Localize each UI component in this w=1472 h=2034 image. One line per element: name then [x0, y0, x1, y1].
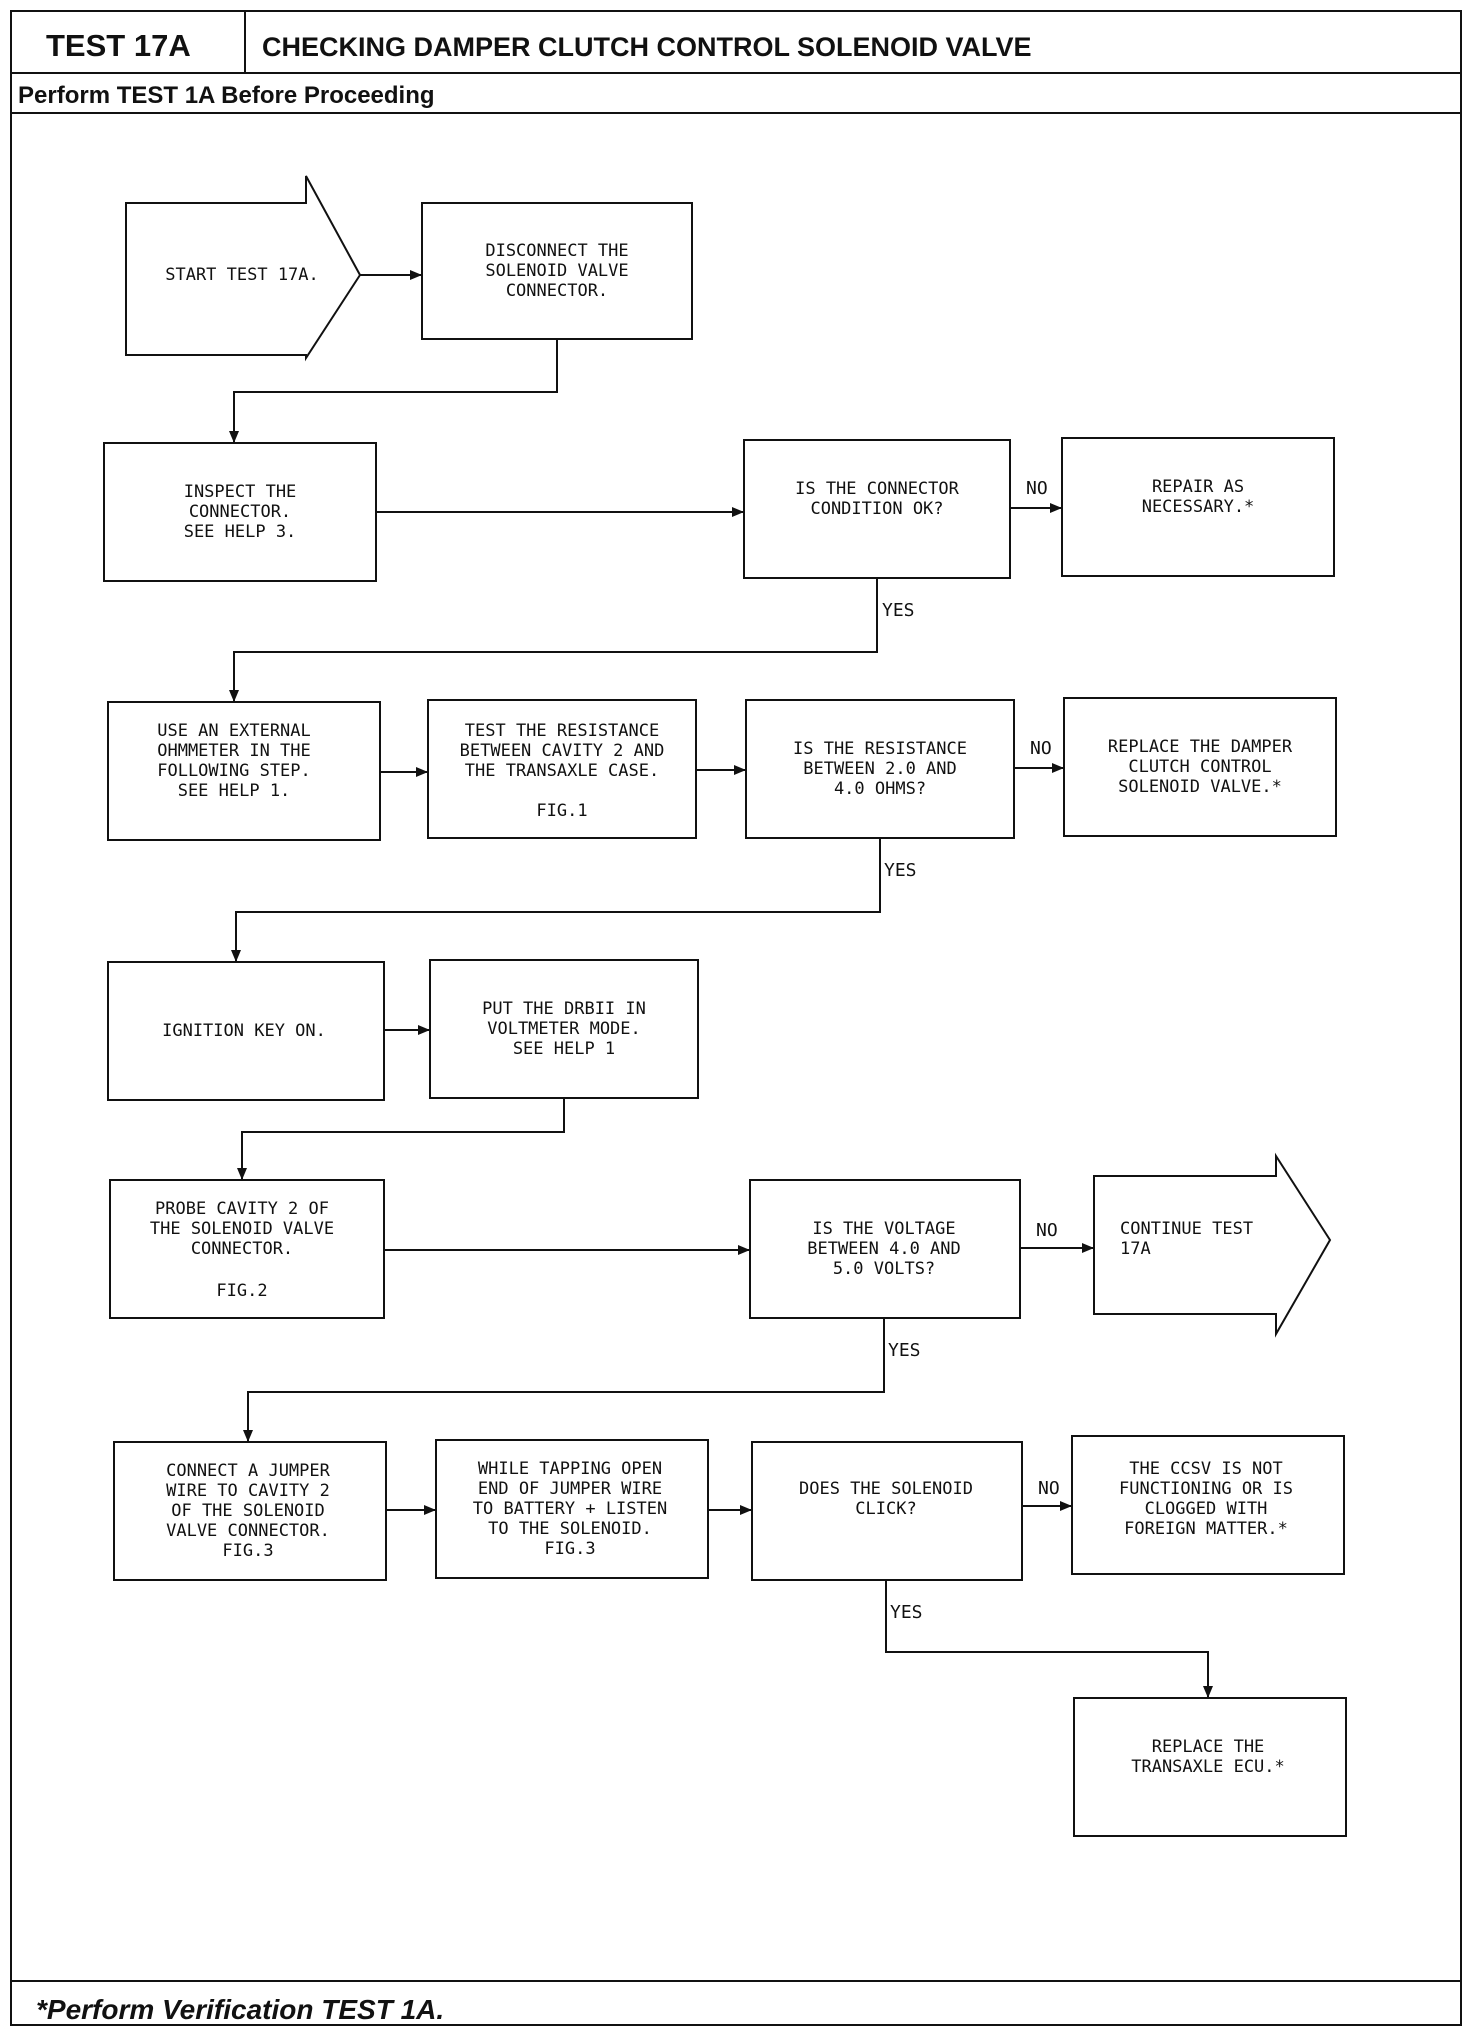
test-resistance-text-line: TEST THE RESISTANCE: [465, 721, 659, 741]
q-resistance-text-line: IS THE RESISTANCE: [793, 739, 967, 759]
yes-label: YES: [890, 1602, 923, 1623]
yes-label: YES: [884, 860, 917, 881]
start-text-line: START TEST 17A.: [165, 265, 319, 285]
replace-valve-text-line: SOLENOID VALVE.*: [1118, 777, 1282, 797]
ohmmeter-text-line: SEE HELP 1.: [178, 781, 291, 801]
repair-box: [1061, 437, 1335, 577]
ccsv-text-line: THE CCSV IS NOT: [1129, 1459, 1283, 1479]
replace-ecu-box: [1073, 1697, 1347, 1837]
no-label: NO: [1036, 1220, 1058, 1241]
replace-valve-text-line: REPLACE THE DAMPER: [1108, 737, 1293, 757]
no-label: NO: [1030, 738, 1052, 759]
test-resistance-text-line: THE TRANSAXLE CASE.: [465, 761, 659, 781]
q-click-text-line: CLICK?: [855, 1499, 916, 1519]
ohmmeter-text-line: USE AN EXTERNAL: [157, 721, 311, 741]
no-label: NO: [1038, 1478, 1060, 1499]
q-connector-text-line: CONDITION OK?: [810, 499, 943, 519]
page-title: CHECKING DAMPER CLUTCH CONTROL SOLENOID …: [262, 32, 1032, 62]
disconnect-text-line: CONNECTOR.: [506, 281, 608, 301]
tapping-text-line: TO THE SOLENOID.: [488, 1519, 652, 1539]
ccsv-text-line: CLOGGED WITH: [1145, 1499, 1268, 1519]
inspect-text-line: INSPECT THE: [184, 482, 297, 502]
inspect-text-line: CONNECTOR.: [189, 502, 291, 522]
ignition-text-line: IGNITION KEY ON.: [162, 1021, 326, 1041]
test-resistance-fig: FIG.1: [536, 801, 587, 821]
test-code: TEST 17A: [46, 28, 191, 63]
disconnect-text-line: DISCONNECT THE: [485, 241, 628, 261]
q-voltage-text-line: 5.0 VOLTS?: [833, 1259, 935, 1279]
replace-valve-text-line: CLUTCH CONTROL: [1128, 757, 1271, 777]
replace-ecu-text-line: REPLACE THE: [1152, 1737, 1265, 1757]
continue-text-line: 17A: [1120, 1239, 1151, 1259]
connector-9: [231, 838, 881, 962]
probe-text-line: CONNECTOR.: [191, 1239, 293, 1259]
connector-18: [885, 1580, 1213, 1698]
inspect-text-line: SEE HELP 3.: [184, 522, 297, 542]
connector-11: [237, 1098, 565, 1180]
jumper-text-line: CONNECT A JUMPER: [166, 1461, 331, 1481]
q-connector-text-line: IS THE CONNECTOR: [795, 479, 960, 499]
header-divider: [10, 72, 1462, 74]
jumper-text-line: VALVE CONNECTOR.: [166, 1521, 330, 1541]
tapping-text-line: END OF JUMPER WIRE: [478, 1479, 662, 1499]
tapping-text-line: WHILE TAPPING OPEN: [478, 1459, 662, 1479]
prerequisite-note: Perform TEST 1A Before Proceeding: [18, 82, 435, 109]
continue-arrow-shape: [1093, 1152, 1332, 1338]
probe-text-line: PROBE CAVITY 2 OF: [155, 1199, 329, 1219]
ohmmeter-text-line: FOLLOWING STEP.: [157, 761, 311, 781]
drbii-text-line: PUT THE DRBII IN: [482, 999, 646, 1019]
q-voltage-text-line: IS THE VOLTAGE: [812, 1219, 955, 1239]
jumper-text-line: OF THE SOLENOID: [171, 1501, 325, 1521]
ccsv-text-line: FOREIGN MATTER.*: [1124, 1519, 1288, 1539]
tapping-text-line: TO BATTERY + LISTEN: [473, 1499, 667, 1519]
drbii-text-line: VOLTMETER MODE.: [487, 1019, 641, 1039]
prerequisite-divider: [10, 112, 1462, 114]
page-border: [10, 10, 1462, 2026]
tapping-text-line: FIG.3: [544, 1539, 595, 1559]
yes-label: YES: [888, 1340, 921, 1361]
repair-text-line: NECESSARY.*: [1142, 497, 1255, 517]
continue-text-line: CONTINUE TEST: [1120, 1219, 1253, 1239]
probe-fig: FIG.2: [216, 1281, 267, 1301]
jumper-text-line: WIRE TO CAVITY 2: [166, 1481, 330, 1501]
test-resistance-text-line: BETWEEN CAVITY 2 AND: [460, 741, 665, 761]
connector-5: [229, 578, 878, 702]
ohmmeter-text-line: OHMMETER IN THE: [157, 741, 311, 761]
drbii-text-line: SEE HELP 1: [513, 1039, 615, 1059]
footer-divider: [10, 1980, 1462, 1982]
connector-14: [243, 1318, 885, 1442]
disconnect-text-line: SOLENOID VALVE: [485, 261, 628, 281]
no-label: NO: [1026, 478, 1048, 499]
jumper-text-line: FIG.3: [222, 1541, 273, 1561]
replace-ecu-text-line: TRANSAXLE ECU.*: [1131, 1757, 1285, 1777]
start-arrow-shape: [125, 175, 362, 362]
repair-text-line: REPAIR AS: [1152, 477, 1244, 497]
ccsv-box: [1071, 1435, 1345, 1575]
ccsv-text-line: FUNCTIONING OR IS: [1119, 1479, 1293, 1499]
q-click-text-line: DOES THE SOLENOID: [799, 1479, 973, 1499]
replace-valve-box: [1063, 697, 1337, 837]
q-voltage-text-line: BETWEEN 4.0 AND: [807, 1239, 961, 1259]
probe-text-line: THE SOLENOID VALVE: [150, 1219, 334, 1239]
q-resistance-text-line: 4.0 OHMS?: [834, 779, 926, 799]
q-resistance-text-line: BETWEEN 2.0 AND: [803, 759, 957, 779]
verification-note: *Perform Verification TEST 1A.: [36, 1994, 445, 2025]
yes-label: YES: [882, 600, 915, 621]
connector-2: [229, 339, 558, 443]
